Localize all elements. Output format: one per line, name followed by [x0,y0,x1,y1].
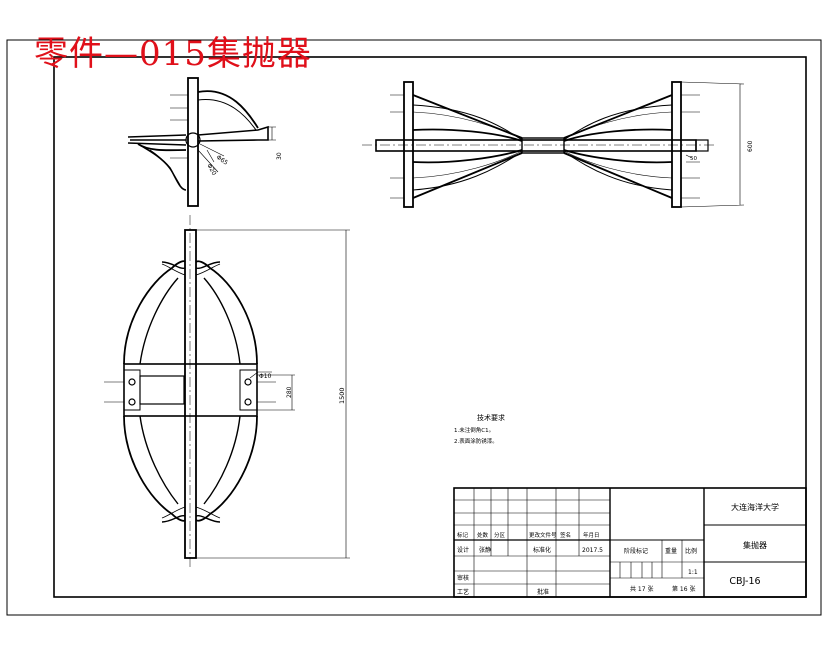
overlay-title: 零件—015集抛器 [34,34,312,74]
tb-design-name: 张静 [479,546,491,554]
tb-std-label: 标准化 [533,546,551,554]
tb-scale-value: 1:1 [688,569,698,576]
tb-header-sign: 签名 [560,531,571,539]
front-view [362,81,745,208]
tech-req-line1: 1.未注倒角C1。 [454,426,494,434]
tb-scale-label: 比例 [685,547,697,555]
tb-org: 大连海洋大学 [731,502,779,512]
tb-date: 2017.5 [582,547,603,554]
tb-sheets-total: 共 17 张 [630,585,653,593]
dim-top-phi: Φ65 [215,154,229,167]
tb-header-zone: 分区 [494,531,506,539]
tb-design-label: 设计 [457,546,469,554]
dim-main-phi: Φ10 [259,373,272,380]
dim-front-right: 50 [690,156,697,162]
tb-process-label: 工艺 [457,588,469,596]
tech-req-title: 技术要求 [477,413,505,422]
inner-border [53,56,807,598]
tb-sheet-no: 第 16 张 [672,585,695,593]
dim-top-small: Φ20 [205,163,217,177]
main-view [104,215,350,570]
outer-border [6,39,822,616]
tb-review-label: 审核 [457,574,469,582]
tb-part-name: 集抛器 [743,540,767,550]
dim-front-height: 600 [747,140,754,152]
tb-header-count: 处数 [477,531,489,539]
tb-drawing-no: CBJ-16 [729,576,760,587]
tech-req-line2: 2.表面涂防锈漆。 [454,437,498,445]
tb-header-docno: 更改文件号 [529,531,557,539]
top-left-view [127,77,276,207]
tb-stage-label: 阶段标记 [624,547,648,555]
title-block-grid [453,487,807,598]
tb-weight-label: 重量 [665,547,677,555]
tb-header-date: 年月日 [583,531,600,539]
dim-main-length: 1500 [338,387,346,404]
dim-main-width: 280 [286,386,293,398]
tb-header-mark: 标记 [457,531,469,539]
tb-approve-label: 批准 [537,588,549,596]
dim-top-side: 30 [276,152,283,160]
